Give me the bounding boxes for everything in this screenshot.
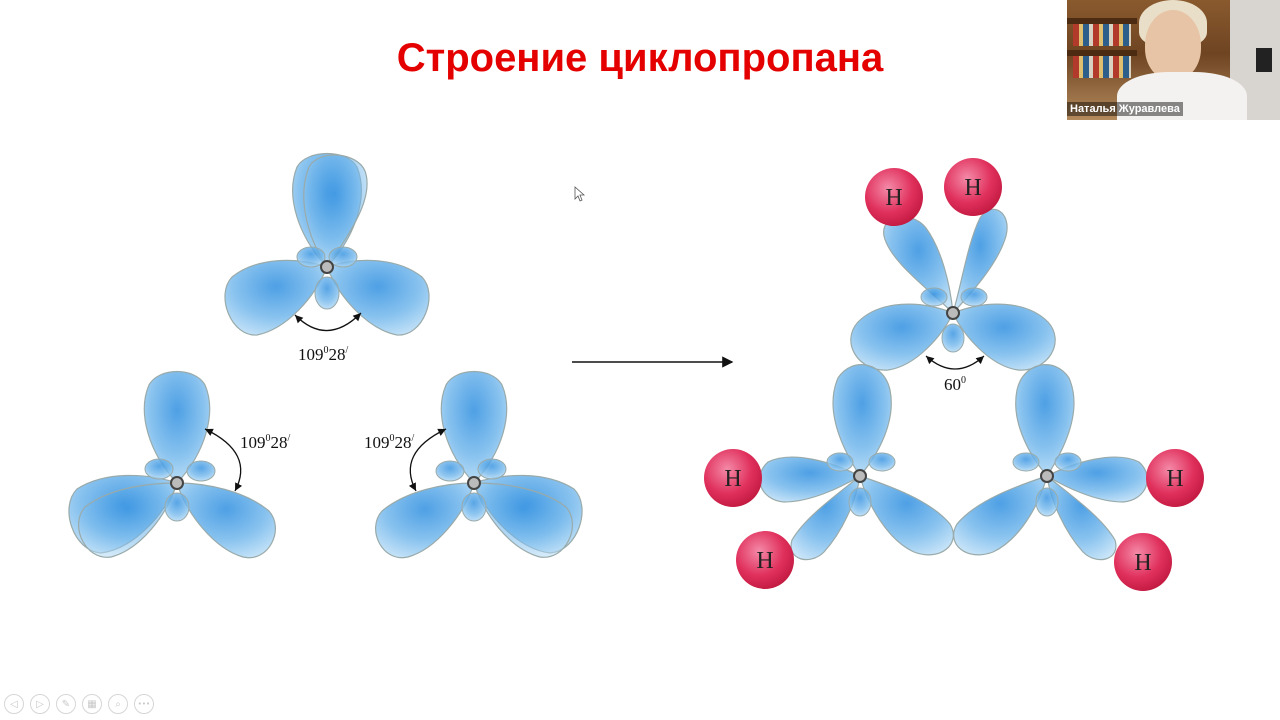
svg-text:H: H [756, 548, 773, 574]
orbital-lobe [440, 371, 508, 484]
carbon-nucleus [320, 260, 334, 274]
small-lobe [328, 246, 358, 268]
small-lobe [461, 492, 487, 522]
orbital-lobe [1046, 474, 1117, 561]
orbital-lobe [78, 482, 178, 558]
small-lobe [960, 287, 988, 307]
bookshelf [1067, 18, 1137, 24]
small-lobe [477, 458, 507, 480]
more-icon[interactable]: ••• [134, 694, 154, 714]
hydrogen-atom: H [1146, 449, 1204, 507]
small-lobe [920, 287, 948, 307]
wall-picture [1256, 48, 1272, 72]
participant-shirt [1117, 72, 1247, 120]
small-lobe [1035, 487, 1059, 517]
participant-name: Наталья Журавлева [1067, 102, 1183, 116]
slides-grid-icon[interactable]: ▦ [82, 694, 102, 714]
angle-label-ring: 600 [944, 375, 966, 394]
sp3-carbon-left [68, 371, 276, 559]
angle-arc [408, 428, 447, 492]
carbon-nucleus [946, 306, 960, 320]
svg-text:H: H [724, 466, 741, 492]
hydrogen-atom: H [1114, 533, 1172, 591]
orbital-lobe [859, 475, 954, 556]
small-lobe [144, 458, 174, 480]
participant-face [1145, 10, 1201, 80]
webcam-tile[interactable]: Наталья Журавлева [1067, 0, 1280, 120]
orbital-lobe [303, 154, 368, 269]
small-lobe [1012, 452, 1040, 472]
small-lobe [848, 487, 872, 517]
angle-label-top: 109028/ [298, 345, 349, 364]
orbital-lobe [176, 482, 276, 559]
small-lobe [1054, 452, 1082, 472]
orbital-lobe [473, 482, 573, 558]
cyclopropane-molecule [759, 208, 1148, 561]
angle-label-right: 109028/ [364, 433, 415, 452]
small-lobe [826, 452, 854, 472]
zoom-icon[interactable]: ⌕ [108, 694, 128, 714]
carbon-nucleus [467, 476, 481, 490]
carbon-nucleus [853, 469, 867, 483]
carbon-nucleus [1040, 469, 1054, 483]
orbital-lobe [790, 474, 861, 561]
sp3-carbon-right [375, 371, 583, 559]
slide-title: Строение циклопропана [396, 36, 884, 80]
svg-text:H: H [885, 185, 902, 211]
books [1073, 56, 1131, 78]
small-lobe [868, 452, 896, 472]
carbon-nucleus [170, 476, 184, 490]
orbital-lobe [1015, 364, 1075, 478]
orbital-lobe [952, 303, 1056, 371]
hydrogen-atom: H [865, 168, 923, 226]
orbital-lobe [143, 371, 211, 484]
hydrogen-atom: H [736, 531, 794, 589]
small-lobe [314, 276, 340, 310]
svg-text:H: H [1134, 550, 1151, 576]
angle-arc [204, 428, 243, 492]
orbital-lobe [326, 259, 430, 336]
angle-arc [925, 355, 985, 370]
hydrogen-atom: H [704, 449, 762, 507]
next-icon[interactable]: ▷ [30, 694, 50, 714]
orbital-lobe [832, 364, 892, 478]
svg-text:H: H [964, 175, 981, 201]
mouse-cursor-icon [574, 186, 586, 202]
bookshelf [1067, 50, 1137, 56]
small-lobe [435, 460, 465, 482]
small-lobe [941, 323, 965, 353]
orbital-lobe [952, 208, 1008, 314]
orbital-lobe [953, 475, 1048, 556]
books [1073, 24, 1131, 46]
hydrogen-atom: H [944, 158, 1002, 216]
small-lobe [186, 460, 216, 482]
svg-text:H: H [1166, 466, 1183, 492]
slideshow-controls: ◁ ▷ ✎ ▦ ⌕ ••• [4, 694, 154, 714]
pen-icon[interactable]: ✎ [56, 694, 76, 714]
orbital-lobe [224, 259, 328, 336]
small-lobe [296, 246, 326, 268]
sp3-carbon-top [224, 152, 430, 336]
orbital-lobe [850, 303, 954, 371]
angle-arc [294, 312, 362, 332]
previous-icon[interactable]: ◁ [4, 694, 24, 714]
small-lobe [164, 492, 190, 522]
orbital-lobe [375, 482, 475, 559]
angle-label-left: 109028/ [240, 433, 291, 452]
